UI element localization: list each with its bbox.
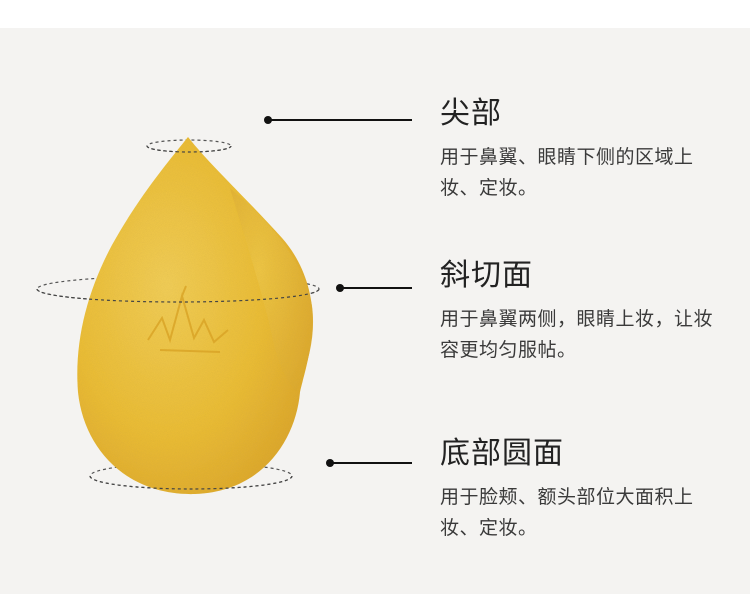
callout-tip: 尖部 用于鼻翼、眼睛下侧的区域上妆、定妆。 [440, 96, 715, 204]
base-leader-line [330, 462, 412, 464]
callout-tip-title: 尖部 [440, 96, 502, 131]
callout-bevel-description: 用于鼻翼两侧，眼睛上妆，让妆容更均匀服帖。 [440, 308, 714, 361]
callout-bevel: 斜切面 用于鼻翼两侧，眼睛上妆，让妆容更均匀服帖。 [440, 258, 715, 366]
bevel-leader-line [340, 287, 412, 289]
callout-base-title: 底部圆面 [440, 436, 564, 471]
tip-leader-line [268, 119, 412, 121]
sponge-bevel-face [230, 188, 314, 392]
tip-ring-front [146, 145, 232, 153]
crown-emboss-icon [147, 285, 229, 353]
base-ring-front [89, 475, 293, 490]
callout-bevel-title: 斜切面 [440, 258, 533, 293]
bottom-margin-band [0, 594, 750, 616]
top-margin-band [0, 0, 750, 28]
callout-tip-description: 用于鼻翼、眼睛下侧的区域上妆、定妆。 [440, 146, 694, 199]
callout-base-description: 用于脸颊、额头部位大面积上妆、定妆。 [440, 486, 694, 539]
callout-base: 底部圆面 用于脸颊、额头部位大面积上妆、定妆。 [440, 436, 715, 544]
